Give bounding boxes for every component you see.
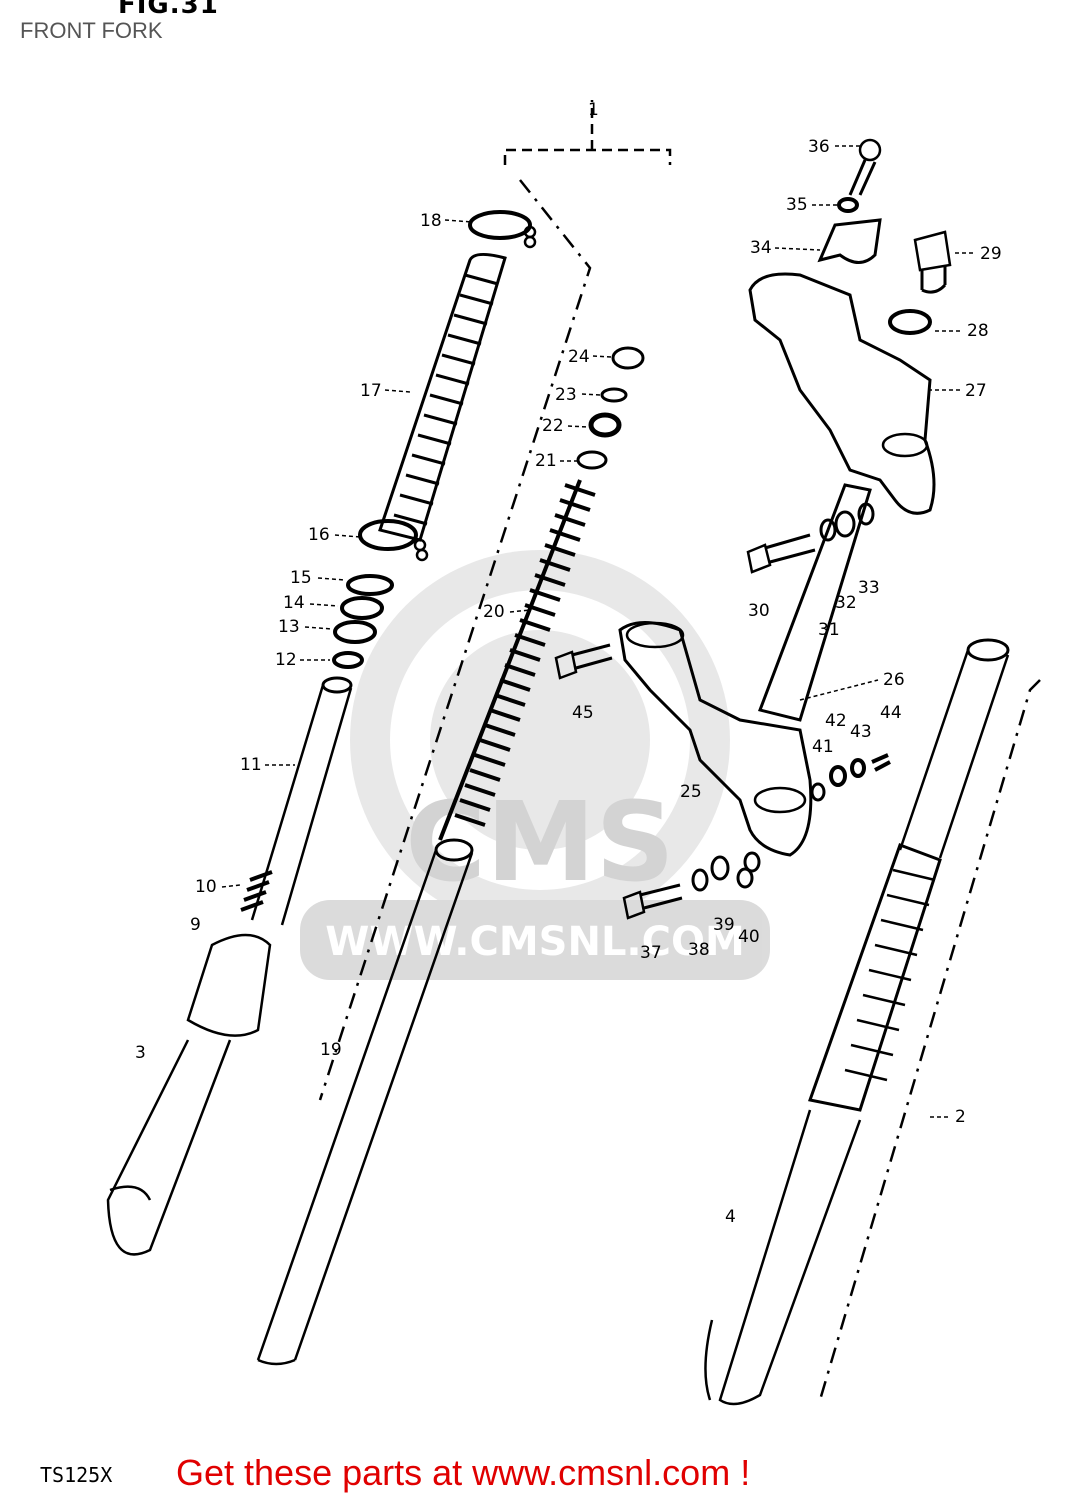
washer-35 <box>837 197 859 213</box>
promo-link[interactable]: Get these parts at www.cmsnl.com ! <box>176 1452 751 1493</box>
callout-41: 41 <box>812 737 834 757</box>
washer-31 <box>819 518 837 542</box>
pinch-bolt-45 <box>554 643 613 680</box>
assembly-bracket <box>503 100 672 165</box>
callout-34: 34 <box>750 238 772 258</box>
callout-44: 44 <box>880 703 902 723</box>
callout-43: 43 <box>850 722 872 742</box>
callout-22: 22 <box>542 416 564 436</box>
callout-29: 29 <box>980 244 1002 264</box>
callout-12: 12 <box>275 650 297 670</box>
callout-11: 11 <box>240 755 262 775</box>
spring-washer-40 <box>736 867 754 889</box>
boot-clamp-lower <box>358 519 429 562</box>
assembly-guideline-right <box>818 679 1041 1401</box>
callout-18: 18 <box>420 211 442 231</box>
callout-40: 40 <box>738 927 760 947</box>
callout-16: 16 <box>308 525 330 545</box>
steering-stem-26 <box>758 483 872 722</box>
callout-32: 32 <box>835 593 857 613</box>
o-ring-22 <box>588 412 622 438</box>
rebound-spring <box>240 870 273 912</box>
washer-38 <box>691 868 709 892</box>
steering-stem-nut-29 <box>913 230 952 294</box>
cap-24 <box>611 346 645 370</box>
diagram-title: FRONT FORK <box>20 18 163 43</box>
model-code: TS125X <box>40 1463 113 1487</box>
callout-30: 30 <box>748 601 770 621</box>
pinch-bolt-30 <box>746 533 816 574</box>
callout-38: 38 <box>688 940 710 960</box>
washer-42 <box>829 765 847 787</box>
fork-tube <box>256 838 474 1366</box>
spring-seat-21 <box>576 450 608 470</box>
callout-14: 14 <box>283 593 305 613</box>
callout-13: 13 <box>278 617 300 637</box>
callout-17: 17 <box>360 381 382 401</box>
nut-43 <box>850 758 866 778</box>
watermark: CMS WWW.CMSNL.COM <box>300 550 770 980</box>
oil-seal <box>333 620 377 644</box>
fork-assembly-right <box>704 638 1010 1406</box>
callout-39: 39 <box>713 915 735 935</box>
callout-1: 1 <box>588 100 599 120</box>
callout-28: 28 <box>967 321 989 341</box>
dust-seal <box>346 574 394 596</box>
callout-20: 20 <box>483 602 505 622</box>
fork-boot-left <box>378 253 507 542</box>
callout-37: 37 <box>640 943 662 963</box>
callout-labels: 1 2 3 4 9 10 11 12 13 14 15 16 17 18 19 … <box>135 100 1002 1227</box>
callout-19: 19 <box>320 1040 342 1060</box>
callout-3: 3 <box>135 1043 146 1063</box>
handlebar-bolt-36 <box>848 138 882 196</box>
leader-lines <box>221 145 975 1118</box>
callout-27: 27 <box>965 381 987 401</box>
callout-42: 42 <box>825 711 847 731</box>
callout-4: 4 <box>725 1207 736 1227</box>
inner-tube-left <box>250 676 353 926</box>
figure-number: FIG.31 <box>118 0 219 20</box>
callout-36: 36 <box>808 137 830 157</box>
callout-21: 21 <box>535 451 557 471</box>
callout-33: 33 <box>858 578 880 598</box>
callout-10: 10 <box>195 877 217 897</box>
callout-31: 31 <box>818 620 840 640</box>
washer-40b <box>743 851 761 873</box>
callout-26: 26 <box>883 670 905 690</box>
callout-2: 2 <box>955 1107 966 1127</box>
callout-25: 25 <box>680 782 702 802</box>
callout-9: 9 <box>190 915 201 935</box>
callout-15: 15 <box>290 568 312 588</box>
bolt-37 <box>622 883 683 920</box>
washer-12 <box>332 651 364 669</box>
oil-seal-retainer <box>340 596 384 620</box>
fork-spring <box>438 479 596 841</box>
callout-24: 24 <box>568 347 590 367</box>
handlebar-holder-34 <box>817 218 882 264</box>
callout-45: 45 <box>572 703 594 723</box>
washer-41 <box>810 782 826 802</box>
washer-32 <box>834 510 856 538</box>
bolt-44 <box>871 753 891 772</box>
upper-bracket-27 <box>748 272 936 515</box>
washer-28 <box>888 309 932 335</box>
assembly-guideline-left <box>318 179 592 1101</box>
washer-39 <box>710 855 730 881</box>
watermark-url: WWW.CMSNL.COM <box>325 919 745 965</box>
boot-clamp-upper <box>468 210 537 249</box>
callout-35: 35 <box>786 195 808 215</box>
circlip-23 <box>600 387 628 403</box>
watermark-brand: CMS <box>405 778 674 906</box>
outer-tube-left <box>106 933 272 1256</box>
callout-23: 23 <box>555 385 577 405</box>
